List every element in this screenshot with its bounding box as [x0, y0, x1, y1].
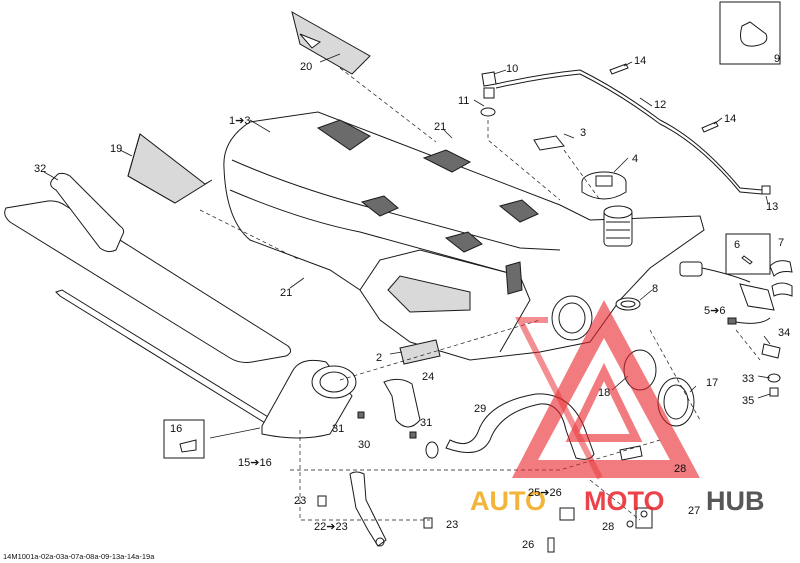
- clip-13: [761, 185, 771, 195]
- callout-c14b: 14: [724, 113, 736, 125]
- callout-c30: 30: [358, 439, 370, 451]
- pad-2: [399, 339, 441, 365]
- callout-c3: 3: [580, 127, 586, 139]
- bracket-27-28: [547, 445, 653, 553]
- callout-c1-3: 1➔3: [229, 115, 250, 127]
- detail-box-16: [163, 419, 205, 459]
- clip-31: [357, 411, 417, 439]
- callout-c14a: 14: [634, 55, 646, 67]
- watermark-hub: HUB: [706, 486, 765, 516]
- callout-c33: 33: [742, 373, 754, 385]
- vent-10-11: [480, 71, 497, 117]
- callout-c32: 32: [34, 163, 46, 175]
- callout-c21a: 21: [434, 121, 446, 133]
- callout-c28a: 28: [674, 463, 686, 475]
- callout-c15-16: 15➔16: [238, 457, 272, 469]
- callout-c11: 11: [458, 95, 469, 107]
- callout-c2: 2: [376, 352, 382, 364]
- fuel-tank-1-3: [223, 111, 705, 361]
- callout-c17: 17: [706, 377, 718, 389]
- callout-c12: 12: [654, 99, 666, 111]
- detail-box-6: [725, 233, 771, 275]
- connector-34: [761, 343, 781, 359]
- watermark-auto: AUTO: [470, 486, 546, 516]
- watermark-triangle-logo: [512, 300, 700, 478]
- callout-c9: 9: [774, 53, 780, 65]
- callout-c10: 10: [506, 63, 518, 75]
- callout-c24: 24: [422, 371, 434, 383]
- callout-c18: 18: [598, 387, 610, 399]
- callout-c4: 4: [632, 153, 638, 165]
- fitting-14: [609, 63, 719, 133]
- callout-c23a: 23: [294, 495, 306, 507]
- pipe-22-23: [317, 471, 433, 547]
- bracket-20: [291, 10, 371, 75]
- callout-c34: 34: [778, 327, 790, 339]
- callout-c8: 8: [652, 283, 658, 295]
- callout-c25-26: 25➔26: [528, 487, 562, 499]
- callout-c31b: 31: [420, 417, 432, 429]
- fuel-pump-15-16: [261, 359, 357, 439]
- watermark-moto: MOTO: [584, 486, 665, 516]
- fuel-cap-4: [581, 171, 627, 200]
- callout-c21b: 21: [280, 287, 292, 299]
- diagram-code: 14M1001a-02a-03a-07a-08a-09-13a-14a-19a: [3, 552, 155, 561]
- callout-c7: 7: [778, 237, 784, 249]
- hose-7: [769, 260, 793, 297]
- callout-c26: 26: [522, 539, 534, 551]
- callout-c23b: 23: [446, 519, 458, 531]
- callout-c6: 6: [734, 239, 740, 251]
- callout-c13: 13: [766, 201, 778, 213]
- screw-35: [769, 387, 779, 397]
- automotohub-watermark: AUTO MOTO HUB: [470, 300, 765, 516]
- callout-c19: 19: [110, 143, 122, 155]
- callout-c27: 27: [688, 505, 700, 517]
- pad-strip-32: [4, 172, 292, 363]
- vent-hose-12: [495, 69, 763, 195]
- callout-c29: 29: [474, 403, 486, 415]
- clamp-8: [615, 297, 641, 311]
- detail-box-9: [719, 1, 781, 65]
- callout-c31a: 31: [332, 423, 344, 435]
- callout-c16: 16: [170, 423, 182, 435]
- callout-c28b: 28: [602, 521, 614, 533]
- callout-c22-23: 22➔23: [314, 521, 348, 533]
- sensor-5-6: [679, 261, 775, 325]
- fitting-30: [425, 441, 439, 459]
- hose-24: [383, 378, 421, 428]
- callout-c5-6: 5➔6: [704, 305, 725, 317]
- heat-shield-19: [127, 133, 213, 204]
- callout-c20: 20: [300, 61, 312, 73]
- clip-3: [533, 135, 565, 151]
- callout-c35: 35: [742, 395, 754, 407]
